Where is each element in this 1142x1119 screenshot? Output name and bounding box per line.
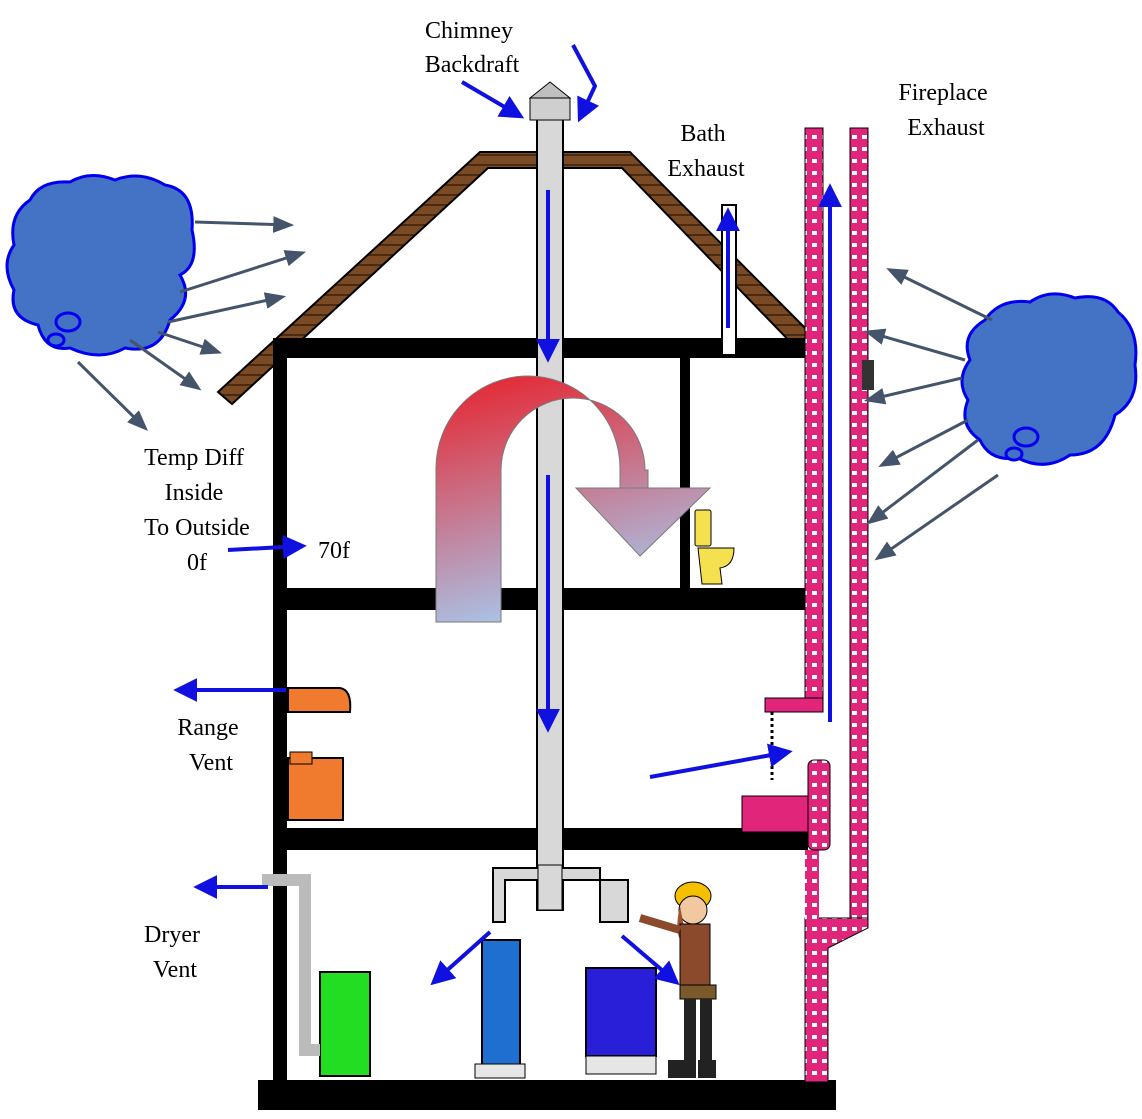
wind-cloud-icon xyxy=(960,292,1138,466)
dryer-vent-label: Dryer Vent xyxy=(144,922,206,983)
worker-icon xyxy=(638,881,717,1078)
chimney-backdraft-label: Chimney Backdraft xyxy=(425,18,520,78)
chimney-cap-icon xyxy=(528,81,572,121)
flow-arrows xyxy=(173,44,842,986)
toilet-icon xyxy=(694,509,735,585)
dryer xyxy=(262,874,371,1077)
wind-arrows-right xyxy=(863,268,999,561)
fireplace-chimney xyxy=(741,127,874,1083)
outside-temp-label: 0f xyxy=(187,550,207,576)
temp-diff-label: Temp Diff Inside To Outside xyxy=(144,445,250,541)
wind-arrows-left xyxy=(76,216,307,431)
stack-effect-arrow xyxy=(435,375,712,623)
main-flue xyxy=(492,81,629,923)
fireplace-exhaust-label: Fireplace Exhaust xyxy=(898,80,993,141)
furnace xyxy=(585,967,657,1075)
range-vent-label: Range Vent xyxy=(177,715,244,776)
range-hood xyxy=(287,687,352,713)
inside-temp-label: 70f xyxy=(318,538,350,564)
water-heater xyxy=(474,939,526,1079)
wind-cloud-icon xyxy=(5,174,196,357)
bath-exhaust-label: Bath Exhaust xyxy=(667,121,745,182)
range-stove xyxy=(287,751,344,821)
